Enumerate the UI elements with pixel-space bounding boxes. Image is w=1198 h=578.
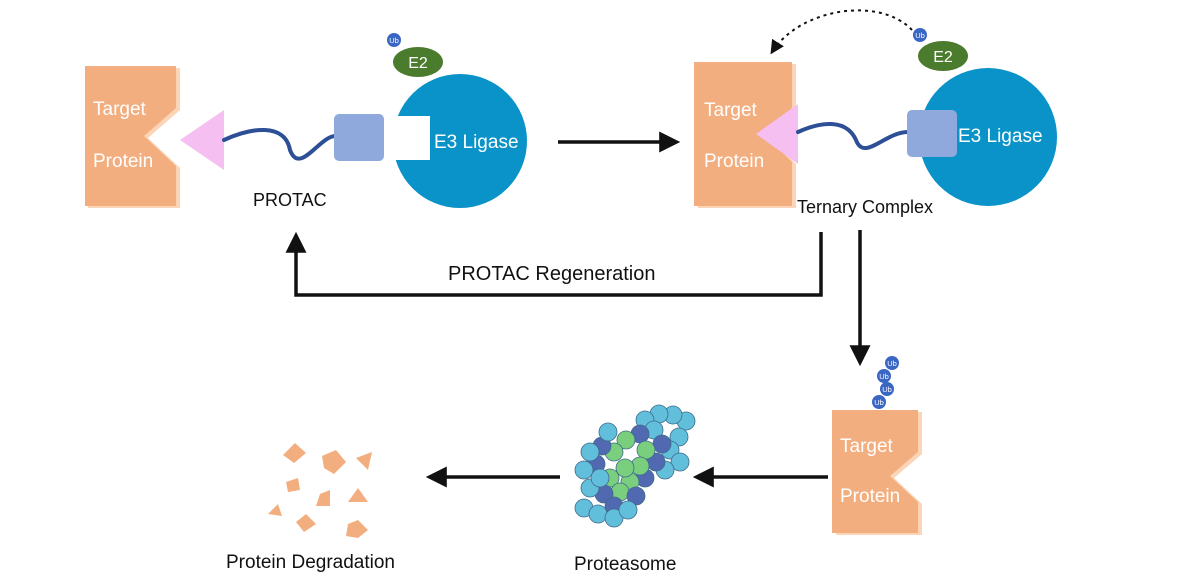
linker-1 bbox=[222, 128, 338, 161]
e3-ligase-1: E3 Ligase bbox=[384, 74, 527, 208]
fragment-5 bbox=[316, 490, 330, 506]
fragment-6 bbox=[348, 488, 368, 502]
ub-chain-label-4: Ub bbox=[874, 398, 884, 407]
e3-ligase-label-2: E3 Ligase bbox=[958, 126, 1043, 147]
warhead-1 bbox=[180, 110, 224, 170]
protac-label: PROTAC bbox=[253, 190, 327, 210]
proteasome-label: Proteasome bbox=[574, 554, 676, 575]
fragment-9 bbox=[346, 520, 368, 538]
protac-regeneration-arrow bbox=[285, 231, 823, 297]
protac-group: Target Protein E3 Ligase E2 Ub PROTAC bbox=[85, 33, 527, 210]
protac-regeneration-label: PROTAC Regeneration bbox=[448, 263, 656, 285]
e3-ligase-label-1: E3 Ligase bbox=[434, 132, 519, 153]
ub-label-1: Ub bbox=[389, 36, 399, 45]
ub-chain-label-3: Ub bbox=[882, 385, 892, 394]
protein-degradation-label: Protein Degradation bbox=[226, 552, 395, 573]
e3-ligase-2: E3 Ligase bbox=[919, 68, 1057, 206]
target-protein-1: Target Protein bbox=[85, 66, 180, 208]
ub-transfer-dotted-arrow bbox=[770, 9, 913, 55]
ubiquitinated-target-group: Ub Ub Ub Ub Target Protein bbox=[832, 356, 922, 535]
target-label-3: Target bbox=[840, 436, 894, 457]
e2-label-1: E2 bbox=[408, 55, 428, 72]
target-label-2: Target bbox=[704, 100, 758, 121]
protein-label-2: Protein bbox=[704, 151, 764, 172]
ub-label-2: Ub bbox=[915, 31, 925, 40]
protein-fragments bbox=[268, 443, 372, 538]
ub-chain: Ub Ub Ub Ub bbox=[872, 356, 899, 409]
fragment-1 bbox=[283, 443, 306, 463]
fragment-2 bbox=[322, 450, 346, 474]
proteasome bbox=[574, 404, 696, 528]
warhead-2 bbox=[756, 104, 798, 164]
e2-label-2: E2 bbox=[933, 49, 953, 66]
e3-ligand-2 bbox=[907, 110, 957, 157]
e2-with-ub-1: E2 Ub bbox=[387, 33, 443, 77]
protein-label-3: Protein bbox=[840, 486, 900, 507]
e3-ligand-1 bbox=[334, 114, 384, 161]
ternary-complex-group: E3 Ligase Target Protein E2 Ub Ternary C… bbox=[694, 9, 1057, 217]
linker-2 bbox=[796, 121, 910, 150]
fragment-7 bbox=[268, 504, 282, 516]
fragment-8 bbox=[296, 514, 316, 532]
ub-chain-label-1: Ub bbox=[887, 359, 897, 368]
fragment-4 bbox=[286, 478, 300, 492]
e2-with-ub-2: E2 Ub bbox=[913, 28, 968, 71]
fragment-3 bbox=[356, 452, 372, 470]
target-protein-3: Target Protein bbox=[832, 410, 922, 535]
ub-chain-label-2: Ub bbox=[879, 372, 889, 381]
target-protein-2: Target Protein bbox=[694, 62, 796, 208]
target-label-1: Target bbox=[93, 99, 147, 120]
protein-label-1: Protein bbox=[93, 151, 153, 172]
ternary-complex-label: Ternary Complex bbox=[797, 197, 933, 217]
